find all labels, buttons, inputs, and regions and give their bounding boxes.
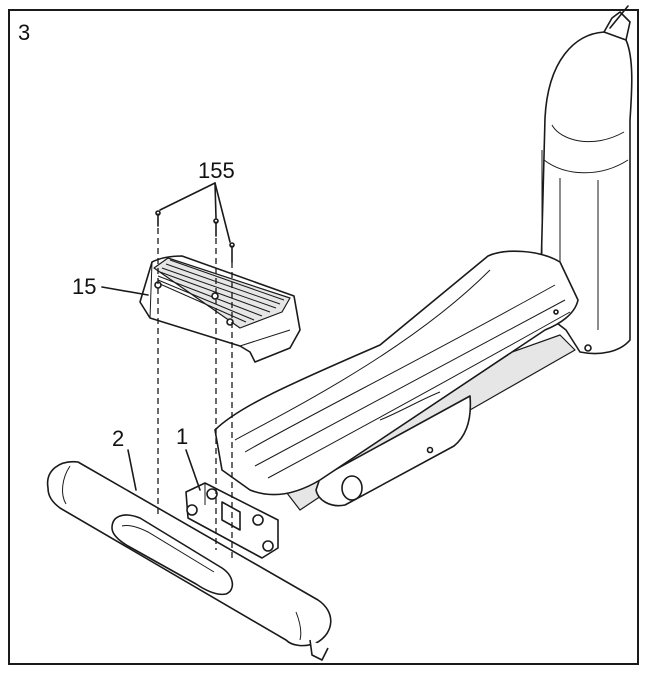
- front-stabilizer: [46, 461, 332, 661]
- main-frame-rail: [214, 250, 579, 511]
- pedal: [139, 255, 301, 363]
- leader-2: [127, 449, 137, 491]
- callout-15: 15: [72, 274, 97, 299]
- leader-1: [185, 449, 201, 491]
- callout-1: 1: [176, 424, 189, 449]
- alignment-lines: [157, 228, 233, 560]
- leader-15: [101, 286, 149, 296]
- callout-155: 155: [198, 158, 235, 183]
- step-number: 3: [18, 20, 31, 45]
- front-bracket: [185, 482, 279, 559]
- callout-2: 2: [112, 426, 125, 451]
- screws: [155, 182, 235, 263]
